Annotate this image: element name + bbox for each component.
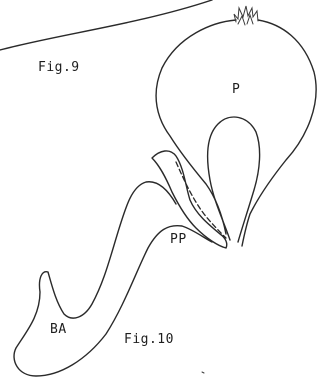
ba-label: BA xyxy=(50,322,67,337)
p-label: P xyxy=(232,82,240,97)
stray-mark xyxy=(202,372,204,373)
fig10-label: Fig.10 xyxy=(124,332,174,347)
fig9-label: Fig.9 xyxy=(38,60,80,75)
pp-label: PP xyxy=(170,232,187,247)
structure-p-inner-loop xyxy=(208,117,260,242)
structure-p-tuft xyxy=(234,6,258,25)
fig9-edge-line xyxy=(0,0,212,50)
structure-p-outline xyxy=(156,20,316,246)
